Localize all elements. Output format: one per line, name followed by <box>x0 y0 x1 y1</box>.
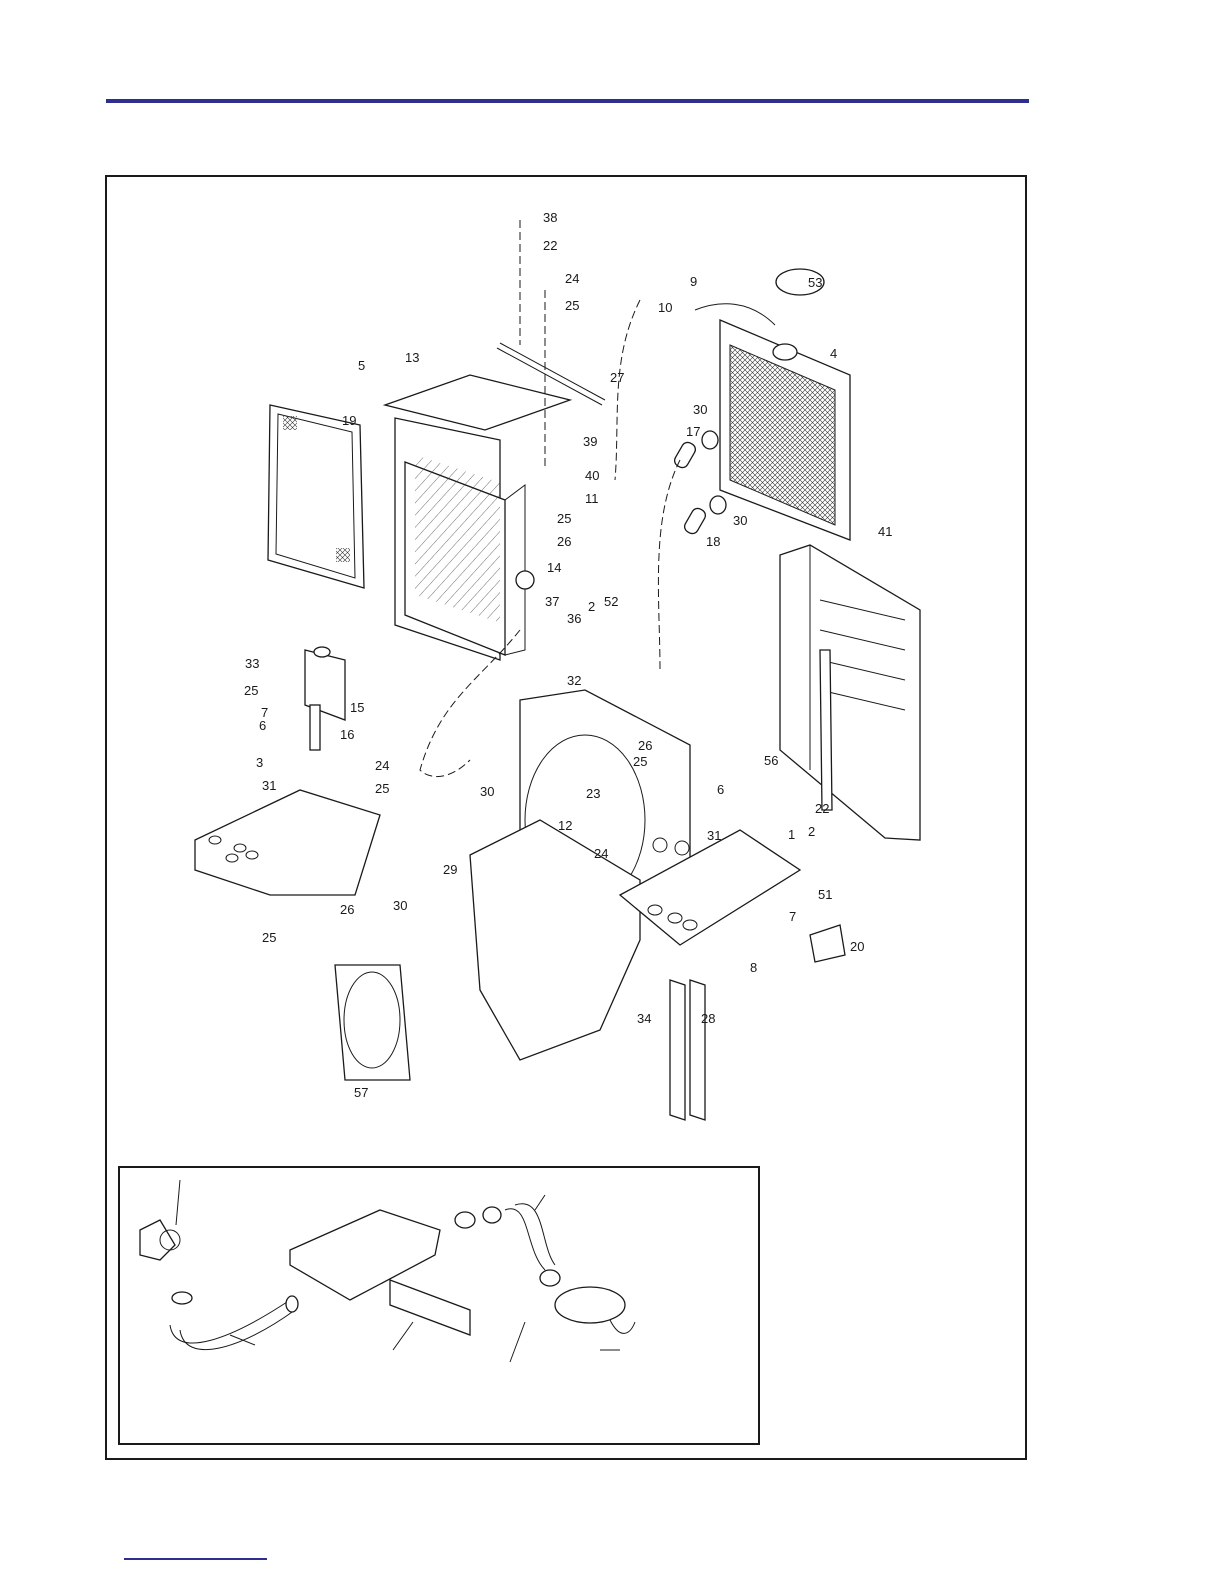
callout-label: 18 <box>706 534 720 549</box>
callout-label: 52 <box>604 594 618 609</box>
callout-label: 16 <box>340 727 354 742</box>
hose-pieces <box>672 431 726 536</box>
callout-label: 25 <box>557 511 571 526</box>
callout-label: 12 <box>558 818 572 833</box>
callout-label: 34 <box>637 1011 651 1026</box>
callout-label: 31 <box>707 828 721 843</box>
callout-label: 2 <box>808 824 815 839</box>
screen-panel <box>268 405 364 588</box>
callout-label: 3 <box>256 755 263 770</box>
callout-label: 22 <box>543 238 557 253</box>
callout-label: 32 <box>567 673 581 688</box>
callout-label: 25 <box>565 298 579 313</box>
callout-label: 24 <box>375 758 389 773</box>
callout-label: 39 <box>583 434 597 449</box>
callout-label: 25 <box>244 683 258 698</box>
callout-label: 26 <box>557 534 571 549</box>
callout-label: 7 <box>789 909 796 924</box>
cover-plate <box>810 925 845 962</box>
callout-label: 8 <box>750 960 757 975</box>
callout-label: 26 <box>638 738 652 753</box>
callout-label: 14 <box>547 560 561 575</box>
callout-label: 9 <box>690 274 697 289</box>
callout-label: 57 <box>354 1085 368 1100</box>
callout-label: 17 <box>686 424 700 439</box>
callout-label: 30 <box>480 784 494 799</box>
callout-label: 27 <box>610 370 624 385</box>
callout-label: 28 <box>701 1011 715 1026</box>
callout-label: 41 <box>878 524 892 539</box>
callout-label: 25 <box>262 930 276 945</box>
callout-label: 30 <box>393 898 407 913</box>
callout-label: 25 <box>633 754 647 769</box>
callout-label: 13 <box>405 350 419 365</box>
callout-label: 24 <box>594 846 608 861</box>
callout-label: 40 <box>585 468 599 483</box>
callout-label: 29 <box>443 862 457 877</box>
callout-label: 20 <box>850 939 864 954</box>
overflow-tank <box>305 647 345 750</box>
side-frame <box>780 545 920 840</box>
callout-label: 53 <box>808 275 822 290</box>
callout-label: 1 <box>788 827 795 842</box>
callout-label: 51 <box>818 887 832 902</box>
callout-label: 4 <box>830 346 837 361</box>
callout-label: 25 <box>375 781 389 796</box>
shroud-seal <box>335 965 410 1080</box>
callout-label: 36 <box>567 611 581 626</box>
callout-label: 37 <box>545 594 559 609</box>
callout-label: 30 <box>733 513 747 528</box>
callout-label: 24 <box>565 271 579 286</box>
callout-label: 30 <box>693 402 707 417</box>
callout-label: 2 <box>588 599 595 614</box>
base-tray-left <box>195 790 380 895</box>
side-strips <box>670 980 705 1120</box>
callout-label: 6 <box>259 718 266 733</box>
callout-label: 38 <box>543 210 557 225</box>
inset-exhaust-assembly <box>140 1180 635 1362</box>
callout-label: 26 <box>340 902 354 917</box>
callout-label: 5 <box>358 358 365 373</box>
callout-label: 22 <box>815 801 829 816</box>
callout-label: 15 <box>350 700 364 715</box>
callout-label: 33 <box>245 656 259 671</box>
callout-label: 19 <box>342 413 356 428</box>
callout-label: 23 <box>586 786 600 801</box>
callout-label: 56 <box>764 753 778 768</box>
callout-label: 31 <box>262 778 276 793</box>
callout-label: 10 <box>658 300 672 315</box>
callout-label: 11 <box>585 491 599 506</box>
callout-label: 6 <box>717 782 724 797</box>
